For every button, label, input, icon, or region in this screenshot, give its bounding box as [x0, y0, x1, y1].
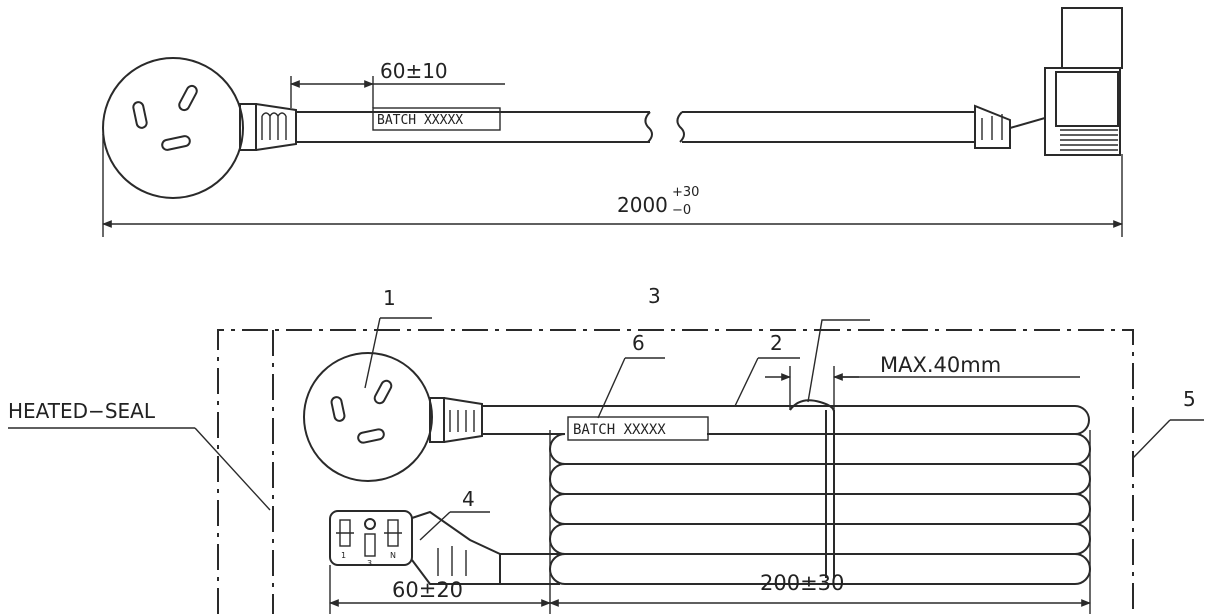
- dim-total-base: 2000: [617, 193, 668, 217]
- cable-tie: [789, 319, 870, 578]
- bottom-view: 3 HEATED−SEAL 5 1: [8, 284, 1204, 614]
- callout-1-group: 1: [364, 286, 432, 389]
- dim-connector: 60±20: [329, 565, 551, 614]
- heated-seal-label: HEATED−SEAL: [8, 399, 156, 423]
- connector-pins: 1 3 N: [336, 518, 402, 568]
- dim-total-length: 2000 +30 −0: [102, 134, 1123, 237]
- callout-4-group: 4: [419, 487, 490, 541]
- callout-5-group: 5: [1132, 387, 1204, 459]
- top-view: BATCH XXXXX 60±10 2000 +30 −0: [102, 7, 1123, 237]
- cable-coil: [500, 405, 1091, 585]
- pin-label-left: 1: [341, 551, 346, 560]
- callout-1: 1: [383, 286, 396, 310]
- dim-connector-text: 60±20: [392, 578, 463, 602]
- callout-6-group: 6: [597, 331, 665, 419]
- callout-2: 2: [770, 331, 783, 355]
- heated-seal-callout: HEATED−SEAL: [8, 399, 271, 511]
- batch-label-bottom: BATCH XXXXX: [567, 416, 709, 441]
- dim-coil: 200±30: [549, 430, 1091, 614]
- dim-max-tie-text: MAX.40mm: [880, 353, 1001, 377]
- callout-6: 6: [632, 331, 645, 355]
- pin-label-right: N: [390, 551, 396, 560]
- round-plug-top: [102, 57, 297, 199]
- angled-connector-bottom: 1 3 N: [329, 510, 501, 585]
- batch-label-text: BATCH XXXXX: [573, 422, 666, 438]
- dim-strain-relief-text: 60±10: [380, 59, 448, 83]
- dim-total-tol-minus: −0: [672, 203, 691, 218]
- dim-total-tol-plus: +30: [672, 185, 699, 200]
- callout-4: 4: [462, 487, 475, 511]
- cable-bottom: [482, 405, 1075, 435]
- round-plug-bottom: [303, 352, 483, 482]
- dim-strain-relief: 60±10: [290, 59, 505, 108]
- packaging-bag: [217, 329, 1134, 614]
- callout-5: 5: [1183, 387, 1196, 411]
- batch-label-top: BATCH XXXXX: [372, 107, 501, 131]
- batch-label-text: BATCH XXXXX: [377, 113, 463, 128]
- cable-top: [296, 111, 975, 143]
- pin-label-mid: 3: [367, 559, 372, 568]
- callout-2-group: 2: [734, 331, 800, 407]
- dim-max-tie: MAX.40mm: [765, 353, 1080, 410]
- dim-coil-text: 200±30: [760, 571, 844, 595]
- angled-connector-top: [974, 7, 1123, 156]
- callout-3: 3: [648, 284, 661, 308]
